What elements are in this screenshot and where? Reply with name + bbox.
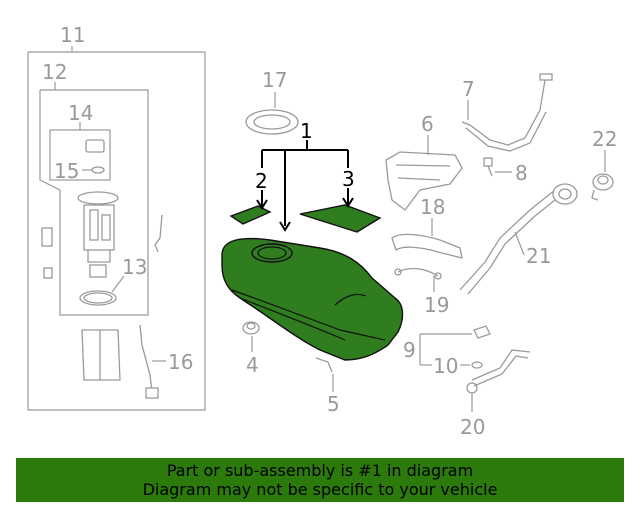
- banner-line-1: Part or sub-assembly is #1 in diagram: [166, 461, 474, 480]
- callout-22: 22: [592, 127, 617, 151]
- info-banner: Part or sub-assembly is #1 in diagram Di…: [16, 458, 624, 502]
- callout-2: 2: [255, 169, 268, 193]
- callout-14: 14: [68, 101, 93, 125]
- callout-8: 8: [515, 161, 528, 185]
- callout-labels: 11 12 14 15 13 16 17 1 2 3 4 5 6 7 8 22 …: [42, 23, 617, 439]
- leader-lines: [54, 82, 606, 412]
- callout-18: 18: [420, 195, 445, 219]
- filter-small: [41, 227, 53, 279]
- insulator-6: [385, 151, 463, 211]
- callout-21: 21: [526, 244, 551, 268]
- callout-12: 12: [42, 60, 67, 84]
- callout-4: 4: [246, 353, 259, 377]
- callout-5: 5: [327, 392, 340, 416]
- bolt-8: [483, 157, 493, 177]
- pump-seal-ring: [79, 290, 117, 306]
- callout-6: 6: [421, 112, 434, 136]
- clip-5: [315, 357, 333, 373]
- callout-9: 9: [403, 338, 416, 362]
- heat-shield-2-highlighted: [229, 205, 272, 225]
- o-ring-10: [471, 361, 483, 369]
- callout-17: 17: [262, 68, 287, 92]
- fuel-tank-highlighted: [221, 237, 404, 361]
- callout-15: 15: [54, 159, 79, 183]
- banner-line-2: Diagram may not be specific to your vehi…: [142, 480, 498, 499]
- heat-shield-3-highlighted: [299, 204, 382, 233]
- callout-20: 20: [460, 415, 485, 439]
- vent-pipe-20: [466, 349, 531, 394]
- callout-10: 10: [433, 354, 458, 378]
- hose-19: [394, 267, 442, 280]
- parts-diagram: 11 12 14 15 13 16 17 1 2 3 4 5 6 7 8 22 …: [27, 23, 617, 439]
- sender-connector: [85, 139, 105, 153]
- fuel-strainer-cup: [81, 329, 121, 381]
- group-box-11: [27, 46, 206, 411]
- callout-3: 3: [342, 167, 355, 191]
- grommet-4: [242, 321, 260, 335]
- callout-19: 19: [424, 293, 449, 317]
- fuel-cap-22: [591, 173, 614, 201]
- hose-18: [391, 233, 463, 259]
- o-ring-15: [91, 166, 105, 174]
- bracket-9: [473, 325, 491, 339]
- lock-ring-17: [245, 109, 299, 135]
- group-box-12: [39, 89, 149, 316]
- filler-tube-7: [461, 73, 553, 152]
- level-sender-16: [139, 324, 159, 399]
- fuel-pump-module: [77, 191, 119, 278]
- filler-neck-21: [459, 183, 578, 295]
- callout-11: 11: [60, 23, 85, 47]
- callout-13: 13: [122, 255, 147, 279]
- callout-1: 1: [300, 119, 313, 143]
- callout-7: 7: [462, 77, 475, 101]
- pressure-regulator-tube: [154, 214, 163, 253]
- callout-16: 16: [168, 350, 193, 374]
